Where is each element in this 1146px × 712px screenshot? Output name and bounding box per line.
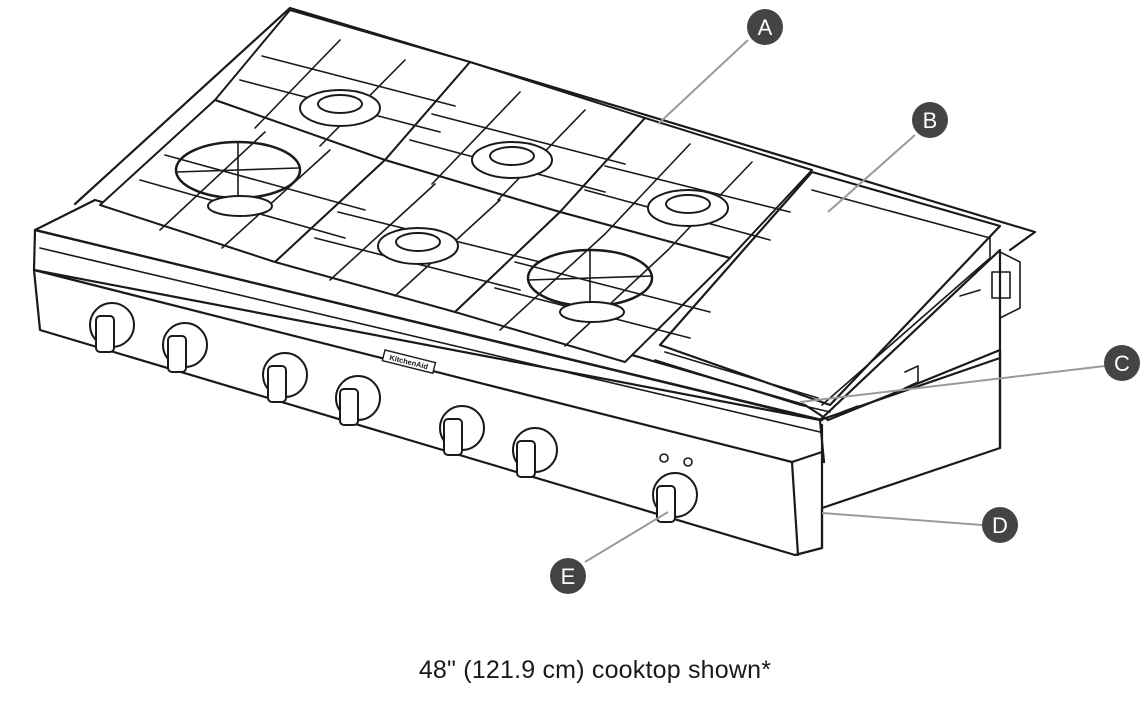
brand-badge: KitchenAid [381, 349, 437, 375]
burner-front-middle [377, 227, 459, 265]
svg-text:B: B [923, 108, 938, 133]
leader-c [799, 365, 1106, 403]
callout-e: E [550, 558, 586, 594]
burner-grates [99, 9, 813, 363]
leader-a [657, 39, 749, 125]
svg-text:E: E [561, 564, 576, 589]
griddle [654, 170, 1002, 413]
indicator-light-2 [683, 457, 693, 467]
knob-griddle[interactable] [652, 453, 698, 523]
leader-d [821, 512, 983, 526]
callout-d: D [982, 507, 1018, 543]
figure-caption: 48" (121.9 cm) cooktop shown* [418, 656, 772, 684]
svg-text:D: D [992, 513, 1008, 538]
control-knobs [89, 302, 698, 523]
grate-front-right [454, 211, 731, 363]
svg-text:C: C [1114, 351, 1130, 376]
leader-lines [584, 39, 1106, 563]
knob-6[interactable] [512, 427, 558, 478]
burner-back-middle [471, 141, 553, 179]
callout-b: B [912, 102, 948, 138]
knob-4[interactable] [335, 375, 381, 426]
callout-a: A [747, 9, 783, 45]
indicator-light-1 [659, 453, 669, 463]
knob-1[interactable] [89, 302, 135, 353]
knob-5[interactable] [439, 405, 485, 456]
burner-back-left [299, 89, 381, 127]
burner-back-right [647, 189, 729, 227]
callout-c: C [1104, 345, 1140, 381]
burner-front-left [174, 140, 302, 217]
knob-3[interactable] [262, 352, 308, 403]
leader-b [827, 134, 916, 213]
burner-front-right [526, 248, 654, 323]
leader-e [584, 511, 669, 563]
knob-2[interactable] [162, 322, 208, 373]
svg-text:A: A [758, 15, 773, 40]
